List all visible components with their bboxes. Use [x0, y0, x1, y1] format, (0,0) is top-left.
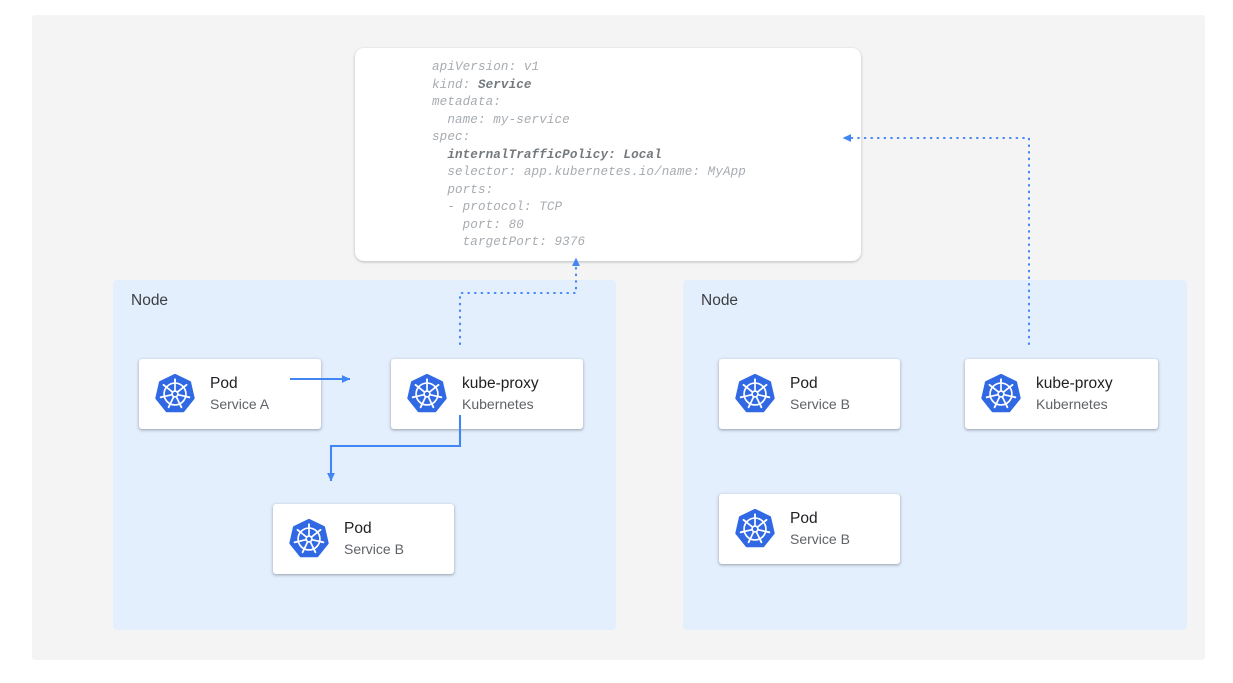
card-subtitle: Service B [790, 396, 850, 412]
yaml-line-7: ports: [432, 182, 494, 197]
card-kube-proxy-right[interactable]: kube-proxy Kubernetes [965, 359, 1158, 429]
node-left-label: Node [131, 292, 169, 309]
card-subtitle: Kubernetes [462, 396, 534, 412]
yaml-line-8: - protocol: TCP [432, 200, 563, 215]
service-yaml-text: apiVersion: v1 kind: Service metadata: nam… [432, 59, 746, 252]
card-subtitle: Service B [344, 541, 404, 557]
yaml-line-3: name: my-service [432, 112, 570, 127]
yaml-line-5: internalTrafficPolicy: Local [432, 147, 662, 162]
card-title: Pod [790, 510, 818, 527]
card-subtitle: Service A [210, 396, 270, 412]
diagram-canvas: apiVersion: v1 kind: Service metadata: nam… [32, 15, 1205, 660]
kubernetes-icon [734, 373, 776, 415]
card-title: Pod [344, 520, 372, 537]
card-title: Pod [210, 375, 238, 392]
node-right: Node [683, 280, 1187, 630]
card-title: kube-proxy [462, 375, 539, 392]
yaml-line-1: kind: Service [432, 77, 532, 92]
node-right-label: Node [701, 292, 739, 309]
kubernetes-icon [154, 373, 196, 415]
yaml-line-0: apiVersion: v1 [432, 60, 540, 74]
kubernetes-icon [734, 508, 776, 550]
service-yaml-card: apiVersion: v1 kind: Service metadata: nam… [355, 48, 861, 261]
card-subtitle: Kubernetes [1036, 396, 1108, 412]
card-title: Pod [790, 375, 818, 392]
card-kube-proxy-left[interactable]: kube-proxy Kubernetes [391, 359, 583, 429]
card-title: kube-proxy [1036, 375, 1113, 392]
node-left: Node [113, 280, 616, 630]
yaml-line-9: port: 80 [432, 217, 524, 232]
card-pod-service-b-left[interactable]: Pod Service B [273, 504, 454, 574]
yaml-line-4: spec: [432, 130, 471, 145]
kubernetes-icon [980, 373, 1022, 415]
card-subtitle: Service B [790, 531, 850, 547]
yaml-line-2: metadata: [432, 95, 501, 110]
card-pod-service-b-right-top[interactable]: Pod Service B [719, 359, 900, 429]
kubernetes-icon [288, 518, 330, 560]
card-pod-service-a[interactable]: Pod Service A [139, 359, 321, 429]
yaml-line-10: targetPort: 9376 [432, 235, 586, 250]
yaml-line-6: selector: app.kubernetes.io/name: MyApp [432, 165, 746, 180]
card-pod-service-b-right-bottom[interactable]: Pod Service B [719, 494, 900, 564]
kubernetes-icon [406, 373, 448, 415]
